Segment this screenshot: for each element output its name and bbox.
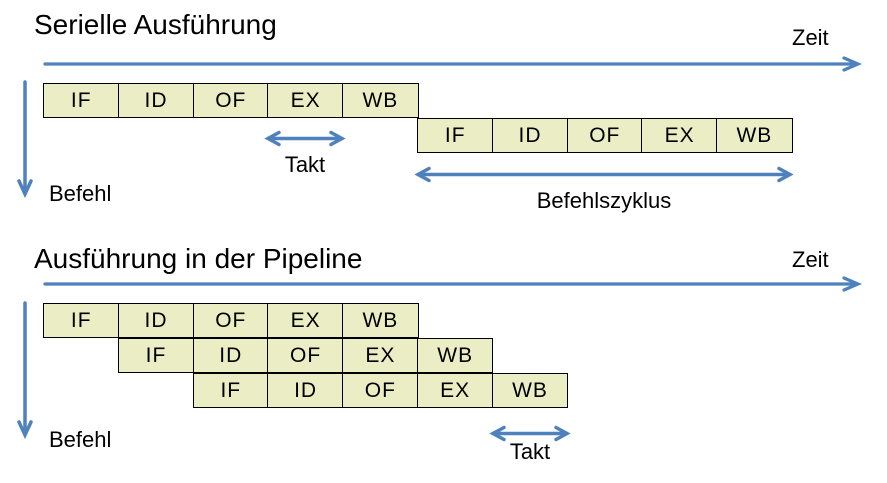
pipeline-clock-label: Takt bbox=[509, 439, 551, 464]
pipeline-stage-cell: OF bbox=[192, 303, 269, 338]
pipeline-stage-cell: IF bbox=[417, 118, 494, 153]
pipeline-stage-cell: EX bbox=[267, 303, 344, 338]
pipeline-stage-cell: WB bbox=[491, 373, 569, 408]
serial-instruction-axis-arrow bbox=[17, 80, 33, 199]
pipeline-stage-cell: ID bbox=[491, 118, 569, 153]
serial-time-axis-label: Zeit bbox=[792, 25, 829, 50]
pipeline-stage-cell: IF bbox=[117, 338, 195, 373]
serial-section-title: Serielle Ausführung bbox=[34, 9, 277, 40]
pipeline-time-axis-label: Zeit bbox=[792, 247, 829, 272]
pipeline-time-axis-arrow bbox=[43, 276, 863, 292]
serial-instruction-axis-label: Befehl bbox=[49, 181, 112, 206]
pipeline-instruction-axis-label: Befehl bbox=[49, 427, 112, 452]
pipeline-stage-cell: ID bbox=[117, 83, 195, 118]
pipeline-stage-cell: EX bbox=[342, 338, 419, 373]
pipeline-stage-cell: EX bbox=[641, 118, 718, 153]
pipeline-stage-cell: EX bbox=[267, 83, 344, 118]
pipeline-stage-cell: WB bbox=[342, 83, 419, 118]
pipeline-stage-cell: OF bbox=[192, 83, 269, 118]
serial-clock-span-arrow bbox=[264, 130, 346, 147]
pipeline-section-title: Ausführung in der Pipeline bbox=[34, 243, 363, 274]
pipeline-stage-cell: ID bbox=[117, 303, 195, 338]
pipeline-stage-cell: EX bbox=[416, 373, 494, 408]
pipeline-stage-cell: ID bbox=[192, 338, 269, 373]
serial-instruction-cycle-label: Befehlszyklus bbox=[536, 188, 672, 213]
serial-time-axis-arrow bbox=[43, 56, 863, 72]
pipeline-stage-cell: IF bbox=[43, 83, 120, 118]
pipeline-stage-cell: IF bbox=[192, 373, 269, 408]
pipeline-stage-cell: OF bbox=[342, 373, 419, 408]
pipeline-stage-cell: OF bbox=[267, 338, 344, 373]
pipeline-stage-cell: WB bbox=[342, 303, 419, 338]
pipeline-stage-cell: WB bbox=[716, 118, 793, 153]
pipeline-stage-cell: OF bbox=[566, 118, 643, 153]
pipeline-clock-span-arrow bbox=[489, 425, 571, 442]
pipeline-instruction-axis-arrow bbox=[17, 301, 33, 440]
serial-clock-label: Takt bbox=[284, 152, 326, 177]
pipeline-stage-cell: IF bbox=[43, 303, 120, 338]
serial-instruction-cycle-span-arrow bbox=[414, 166, 794, 183]
pipeline-stage-cell: WB bbox=[416, 338, 494, 373]
pipeline-stage-cell: ID bbox=[267, 373, 344, 408]
